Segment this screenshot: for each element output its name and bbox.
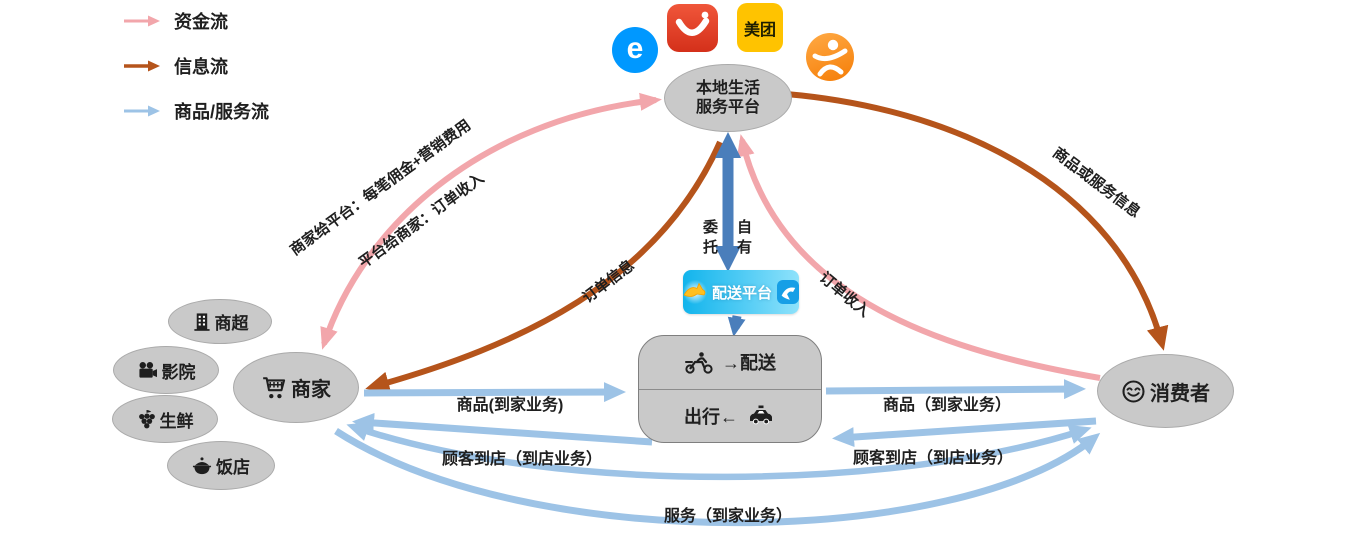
- meituan-logo-icon: 美团: [737, 3, 783, 52]
- category-label: 商超: [214, 314, 249, 333]
- node-category-fresh-food: 生鲜: [112, 395, 218, 443]
- delivery-platform-label: 配送平台: [712, 284, 773, 302]
- label-customer-to-store-left: 顾客到店（到店业务）: [441, 451, 603, 468]
- dianping-logo-icon: [806, 33, 854, 81]
- hub-travel-label: 出行←: [684, 406, 738, 427]
- taxi-icon: [750, 405, 772, 425]
- legend-label: 信息流: [174, 57, 228, 77]
- grapes-icon: [138, 409, 155, 429]
- fengniao-hummingbird-icon: [777, 280, 799, 304]
- node-consumer: 消费者: [1097, 354, 1234, 428]
- motorcycle-icon: [685, 352, 713, 374]
- arrow-info-platform-merchant: [365, 140, 723, 394]
- smiley-face-icon: [1122, 379, 1145, 403]
- koubei-logo-icon: [667, 4, 718, 52]
- platform-label-line2: 服务平台: [695, 99, 760, 116]
- arrow-delivery-hub: [727, 315, 746, 337]
- arrow-capital-consumer-platform: [736, 134, 1101, 381]
- node-category-restaurant: 饭店: [167, 441, 275, 490]
- arrow-service-merchant-consumer: [334, 428, 1101, 527]
- shopping-cart-icon: [263, 376, 286, 398]
- node-category-cinema: 影院: [113, 346, 219, 394]
- movie-camera-icon: [138, 361, 157, 378]
- label-service-home: 服务（到家业务）: [663, 508, 793, 525]
- arrow-goods-merchant-hub: [363, 382, 626, 403]
- info-flow-arrow-icon: [124, 60, 160, 72]
- meituan-label: 美团: [743, 21, 776, 39]
- legend-label: 资金流: [174, 12, 228, 32]
- hub-delivery-row: →配送: [639, 336, 821, 390]
- node-local-life-platform: 本地生活 服务平台: [664, 64, 792, 132]
- arrow-capital-merchant-platform: [320, 92, 662, 350]
- platform-label-line1: 本地生活: [695, 80, 760, 97]
- merchant-label: 商家: [291, 379, 331, 401]
- arrow-info-platform-consumer: [785, 91, 1169, 351]
- legend-item-capital-flow: 资金流: [122, 8, 269, 34]
- dianping-figure-icon: [812, 39, 848, 77]
- node-merchant: 商家: [233, 352, 359, 423]
- legend-label: 商品/服务流: [174, 102, 270, 122]
- hotpot-icon: [192, 456, 212, 474]
- label-goods-home-right: 商品（到家业务）: [882, 397, 1012, 414]
- koubei-smile-icon: [675, 11, 710, 36]
- label-goods-home-left: 商品(到家业务): [456, 397, 564, 414]
- meituan-delivery-kangaroo-icon: [683, 280, 707, 304]
- label-self-owned: 自有: [736, 219, 752, 256]
- label-entrusted: 委托: [702, 219, 718, 256]
- hub-travel-row: 出行←: [639, 390, 821, 443]
- arrow-goods-hub-consumer: [825, 379, 1086, 400]
- category-label: 影院: [161, 362, 196, 382]
- eleme-logo-icon: e: [612, 27, 658, 73]
- legend-item-info-flow: 信息流: [122, 53, 269, 79]
- arrow-direct-merchant-consumer: [346, 421, 1092, 481]
- eleme-glyph: e: [626, 31, 644, 65]
- capital-flow-arrow-icon: [124, 15, 160, 27]
- category-label: 饭店: [216, 458, 250, 477]
- building-icon: [193, 313, 210, 331]
- goods-flow-arrow-icon: [124, 105, 160, 117]
- hub-delivery-label: →配送: [722, 353, 776, 374]
- label-customer-to-store-right: 顾客到店（到店业务）: [852, 450, 1014, 467]
- node-hub-delivery-travel: →配送 出行←: [638, 335, 822, 443]
- consumer-label: 消费者: [1150, 382, 1210, 405]
- category-label: 生鲜: [159, 411, 194, 431]
- legend: 资金流 信息流 商品/服务流: [122, 8, 269, 124]
- node-category-supermarket: 商超: [168, 299, 272, 344]
- node-delivery-platform: 配送平台: [683, 270, 799, 314]
- legend-item-goods-flow: 商品/服务流: [122, 98, 269, 124]
